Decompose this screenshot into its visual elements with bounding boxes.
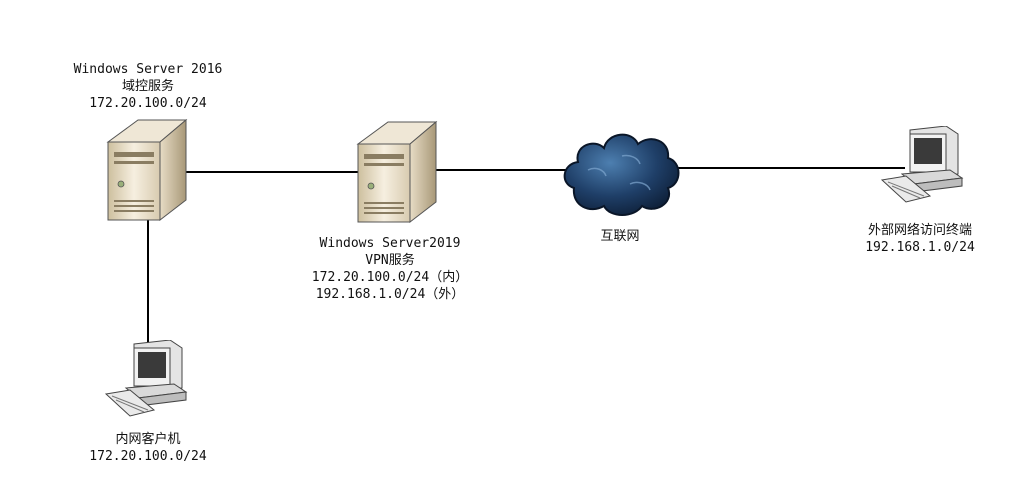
internet-label: 互联网 [570, 228, 670, 245]
vpn-server-name: Windows Server2019 [319, 236, 461, 251]
internal-client-name: 内网客户机 [115, 432, 181, 447]
internal-client-subnet: 172.20.100.0/24 [89, 449, 207, 464]
vpn-server-label: Windows Server2019 VPN服务 172.20.100.0/24… [290, 235, 490, 303]
internal-client-label: 内网客户机 172.20.100.0/24 [48, 431, 248, 465]
external-client-label: 外部网络访问终端 192.168.1.0/24 [830, 222, 1010, 256]
vpn-server-role: VPN服务 [365, 253, 415, 268]
cloud-icon [563, 133, 680, 216]
desktop-computer-icon [104, 340, 188, 417]
server-icon [106, 118, 188, 222]
vpn-server-internal-subnet: 172.20.100.0/24（内） [311, 270, 469, 285]
dc-server-name: Windows Server 2016 [73, 62, 223, 77]
external-client-name: 外部网络访问终端 [867, 223, 972, 238]
desktop-computer-icon [880, 126, 964, 203]
external-client-subnet: 192.168.1.0/24 [865, 240, 975, 255]
server-icon [356, 120, 438, 224]
dc-server-label: Windows Server 2016 域控服务 172.20.100.0/24 [48, 61, 248, 112]
dc-server-subnet: 172.20.100.0/24 [89, 96, 207, 111]
vpn-server-external-subnet: 192.168.1.0/24（外） [315, 287, 465, 302]
internet-name: 互联网 [600, 229, 640, 244]
dc-server-role: 域控服务 [121, 79, 174, 94]
